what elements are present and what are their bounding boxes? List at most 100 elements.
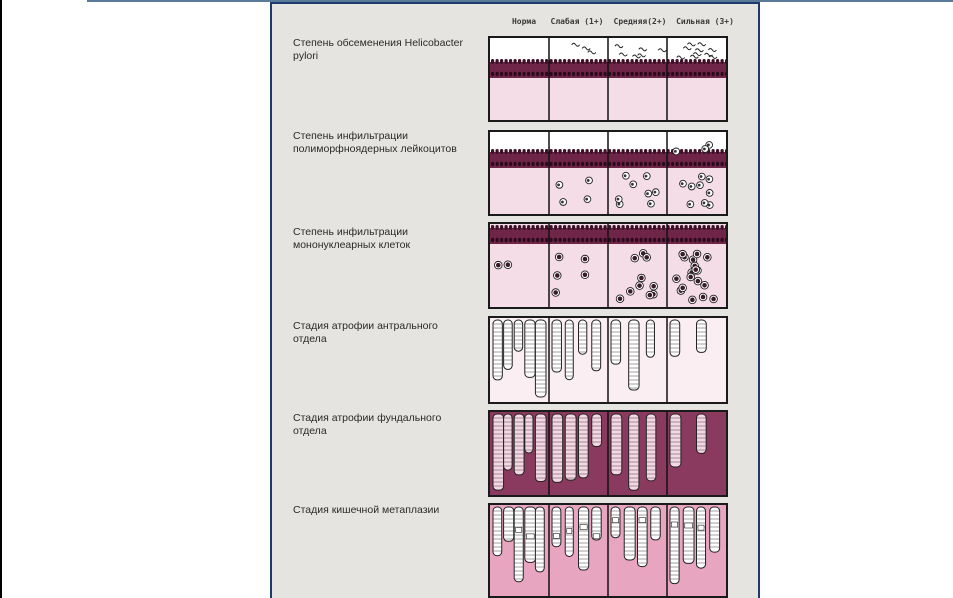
cell-apex: [635, 225, 638, 230]
neutrophil-nucleus: [645, 175, 648, 178]
mononuclear-nucleus: [702, 283, 707, 288]
cell-nucleus: [707, 72, 710, 76]
cell-nucleus: [581, 238, 584, 242]
mononuclear-nucleus: [639, 276, 644, 281]
cell-nucleus: [631, 72, 634, 76]
gland: [670, 320, 680, 356]
cell-nucleus: [658, 238, 661, 242]
goblet-cell: [580, 525, 587, 530]
panel-fundus: [488, 410, 728, 497]
cell-apex: [658, 149, 661, 154]
cell-apex: [694, 59, 697, 64]
cell-apex: [518, 59, 521, 64]
cell-apex: [649, 225, 652, 230]
cell-apex: [680, 225, 683, 230]
cell-nucleus: [541, 162, 544, 166]
cell-nucleus: [500, 72, 503, 76]
column-header-normal: Норма: [502, 17, 546, 26]
cell-nucleus: [604, 72, 607, 76]
cell-apex: [631, 225, 634, 230]
goblet-cell: [685, 523, 693, 528]
gland: [629, 414, 639, 490]
cell-apex: [622, 149, 625, 154]
gland: [565, 320, 573, 380]
cell-nucleus: [572, 238, 575, 242]
cell-nucleus: [586, 72, 589, 76]
gland: [525, 320, 535, 377]
cell-apex: [640, 225, 643, 230]
cell-nucleus: [662, 162, 665, 166]
cell-nucleus: [505, 238, 508, 242]
cell-apex: [689, 59, 692, 64]
cell-apex: [653, 149, 656, 154]
cell-apex: [613, 59, 616, 64]
cell-apex: [716, 149, 719, 154]
cell-apex: [590, 59, 593, 64]
cell-apex: [626, 59, 629, 64]
cell-apex: [509, 225, 512, 230]
cell-apex: [617, 149, 620, 154]
cell-apex: [671, 59, 674, 64]
cell-nucleus: [505, 162, 508, 166]
cell-apex: [572, 149, 575, 154]
neutrophil-nucleus: [617, 198, 620, 201]
cell-nucleus: [721, 162, 724, 166]
cell-apex: [563, 149, 566, 154]
cell-nucleus: [599, 238, 602, 242]
cell-apex: [703, 59, 706, 64]
cell-apex: [622, 225, 625, 230]
cell-nucleus: [500, 238, 503, 242]
cell-nucleus: [644, 238, 647, 242]
goblet-cell: [516, 527, 522, 532]
mononuclear-nucleus: [644, 255, 649, 260]
cell-nucleus: [523, 238, 526, 242]
cell-nucleus: [545, 238, 548, 242]
cell-apex: [532, 225, 535, 230]
cell-apex: [500, 225, 503, 230]
gland: [552, 414, 563, 482]
cell-nucleus: [703, 238, 706, 242]
cell-apex: [554, 225, 557, 230]
cell-apex: [653, 59, 656, 64]
cell-nucleus: [694, 72, 697, 76]
mononuclear-nucleus: [496, 263, 501, 268]
cell-nucleus: [680, 238, 683, 242]
mononuclear-nucleus: [628, 289, 633, 294]
cell-nucleus: [491, 162, 494, 166]
gland: [579, 320, 587, 354]
cell-apex: [640, 149, 643, 154]
column-header-marked: Сильная (3+): [672, 17, 738, 26]
cell-nucleus: [559, 72, 562, 76]
cell-nucleus: [698, 162, 701, 166]
cell-nucleus: [545, 72, 548, 76]
cell-apex: [491, 59, 494, 64]
cell-apex: [523, 149, 526, 154]
cell-nucleus: [541, 238, 544, 242]
cell-nucleus: [496, 162, 499, 166]
cell-nucleus: [518, 72, 521, 76]
cell-apex: [550, 225, 553, 230]
neutrophil-nucleus: [700, 175, 703, 178]
gland: [697, 414, 707, 453]
cell-nucleus: [676, 162, 679, 166]
cell-apex: [644, 225, 647, 230]
cell-apex: [577, 59, 580, 64]
cell-apex: [577, 149, 580, 154]
cell-nucleus: [685, 162, 688, 166]
gland: [611, 320, 621, 364]
cell-nucleus: [694, 238, 697, 242]
cell-nucleus: [631, 162, 634, 166]
cell-nucleus: [505, 72, 508, 76]
gland: [493, 507, 502, 556]
cell-nucleus: [640, 238, 643, 242]
cell-nucleus: [509, 162, 512, 166]
cell-nucleus: [721, 72, 724, 76]
cell-apex: [496, 149, 499, 154]
cell-apex: [532, 149, 535, 154]
cell-apex: [577, 225, 580, 230]
neutrophil-nucleus: [624, 174, 627, 177]
gland: [629, 320, 639, 390]
cell-apex: [721, 149, 724, 154]
mononuclear-nucleus: [506, 262, 511, 267]
cell-nucleus: [689, 162, 692, 166]
